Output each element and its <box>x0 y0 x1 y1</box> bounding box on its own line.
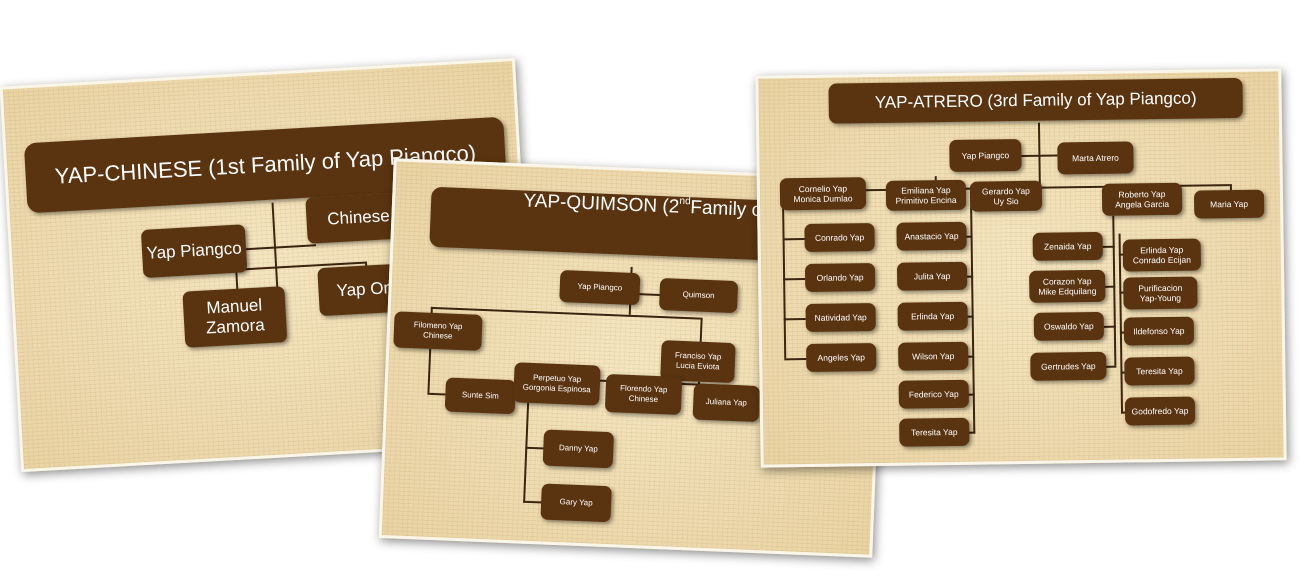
node-teresita-yap-2: Teresita Yap <box>1124 356 1195 386</box>
node-erlinda-yap: Erlinda Yap <box>897 301 968 331</box>
connector <box>699 317 703 344</box>
node-maria-yap: Maria Yap <box>1193 189 1265 219</box>
node-erlinda-yap-ecijan: Erlinda Yap Conrado Ecijan <box>1122 238 1202 272</box>
connector <box>1103 325 1116 328</box>
node-orlando-yap: Orlando Yap <box>804 263 876 293</box>
node-juliana-yap: Juliana Yap <box>692 383 760 423</box>
node-angeles-yap: Angeles Yap <box>806 343 877 373</box>
node-yap-piangco: Yap Piangco <box>559 270 641 306</box>
connector <box>427 348 431 393</box>
node-natividad-yap: Natividad Yap <box>805 303 876 333</box>
node-julita-yap: Julita Yap <box>896 261 968 291</box>
node-gary-yap: Gary Yap <box>540 483 612 523</box>
connector <box>783 278 806 280</box>
node-marta-atrero: Marta Atrero <box>1057 141 1134 175</box>
connector <box>782 238 805 240</box>
node-gerardo-yap: Gerardo Yap Uy Sio <box>969 180 1043 212</box>
node-quimson: Quimson <box>658 278 739 314</box>
node-corazon-yap: Corazon Yap Mike Edquilang <box>1029 269 1106 303</box>
node-gertrudes-yap: Gertrudes Yap <box>1030 351 1107 381</box>
node-yap-piangco: Yap Piangco <box>140 224 248 278</box>
connector <box>783 318 806 320</box>
node-ildefonso-yap: Ildefonso Yap <box>1123 316 1195 346</box>
node-yap-piangco: Yap Piangco <box>949 138 1022 172</box>
connector <box>1112 215 1116 366</box>
node-oswaldo-yap: Oswaldo Yap <box>1033 311 1105 341</box>
connector <box>1021 154 1058 157</box>
node-emiliana-yap: Emiliana Yap Primitivo Encina <box>885 179 967 211</box>
node-perpetuo-yap: Perpetuo Yap Gorgonia Espinosa <box>513 362 601 406</box>
connector <box>782 208 786 359</box>
node-federico-yap: Federico Yap <box>898 379 969 409</box>
node-wilson-yap: Wilson Yap <box>898 341 969 371</box>
node-godofredo-yap: Godofredo Yap <box>1124 396 1196 426</box>
node-florendo-yap: Florendo Yap Chinese <box>604 373 683 415</box>
slide-yap-atrero: YAP-ATRERO (3rd Family of Yap Piangco) Y… <box>755 68 1287 468</box>
node-conrado-yap: Conrado Yap <box>804 223 875 253</box>
node-teresita-yap: Teresita Yap <box>899 417 970 447</box>
connector <box>784 358 807 360</box>
node-danny-yap: Danny Yap <box>542 429 615 469</box>
node-sunte-sim: Sunte Sim <box>444 377 517 415</box>
title-superscript: nd <box>679 195 691 208</box>
node-manuel-zamora: Manuel Zamora <box>182 286 288 348</box>
connector <box>523 402 529 503</box>
node-roberto-yap: Roberto Yap Angela Garcia <box>1101 182 1183 216</box>
node-cornelio-yap: Cornelio Yap Monica Dumlao <box>779 177 867 211</box>
connector <box>1102 245 1115 248</box>
connector <box>427 392 446 395</box>
node-anastacio-yap: Anastacio Yap <box>896 221 967 251</box>
connector <box>970 205 975 434</box>
node-filomeno-yap: Filomeno Yap Chinese <box>393 311 483 351</box>
slide-title: YAP-ATRERO (3rd Family of Yap Piangco) <box>828 77 1243 124</box>
node-zenaida-yap: Zenaida Yap <box>1032 231 1103 261</box>
node-purificacion-yap-young: Purificacion Yap-Young <box>1123 276 1198 310</box>
